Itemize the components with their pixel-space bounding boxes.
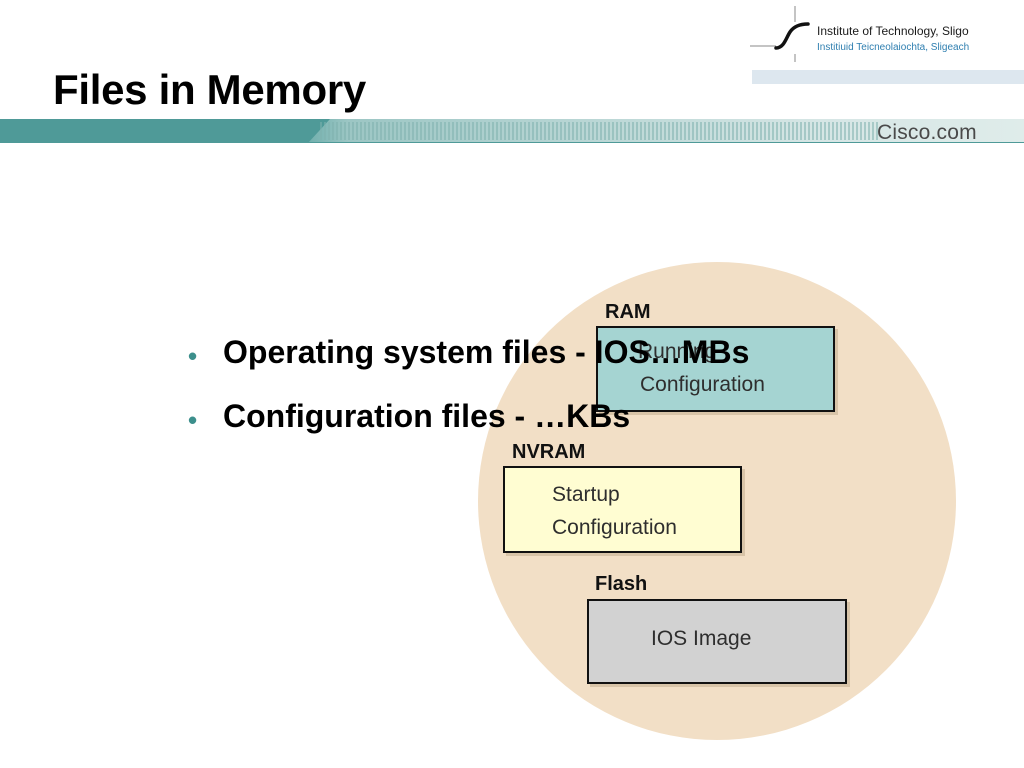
startup-config-box: Startup Configuration: [503, 466, 742, 553]
startup-config-line-1: Startup: [552, 483, 620, 506]
startup-config-line-2: Configuration: [552, 516, 677, 539]
cisco-brand: Cisco.com: [877, 121, 977, 144]
bullet-dot-icon: •: [188, 405, 198, 435]
bullet-dot-icon: •: [188, 341, 198, 371]
running-config-box: Running Configuration: [596, 326, 835, 412]
institute-name-irish: Institiuid Teicneolaiochta, Sligeach: [817, 42, 970, 53]
nvram-label: NVRAM: [512, 441, 586, 463]
ios-image-box: IOS Image: [587, 599, 847, 684]
ram-label: RAM: [605, 301, 651, 323]
institute-logo-icon: [750, 6, 810, 62]
logo-band: [752, 70, 1024, 84]
page-title: Files in Memory: [53, 66, 366, 113]
bullet-text: Configuration files - …KBs: [223, 398, 631, 434]
header-bar: [0, 119, 1024, 143]
institute-name: Institute of Technology, Sligo: [817, 24, 969, 38]
flash-label: Flash: [595, 573, 648, 595]
ios-image-line: IOS Image: [651, 627, 752, 650]
running-config-line-2: Configuration: [640, 373, 765, 396]
running-config-line-1: Running: [638, 340, 717, 363]
bullet-text: Operating system files - IOS…MBs: [223, 334, 750, 370]
